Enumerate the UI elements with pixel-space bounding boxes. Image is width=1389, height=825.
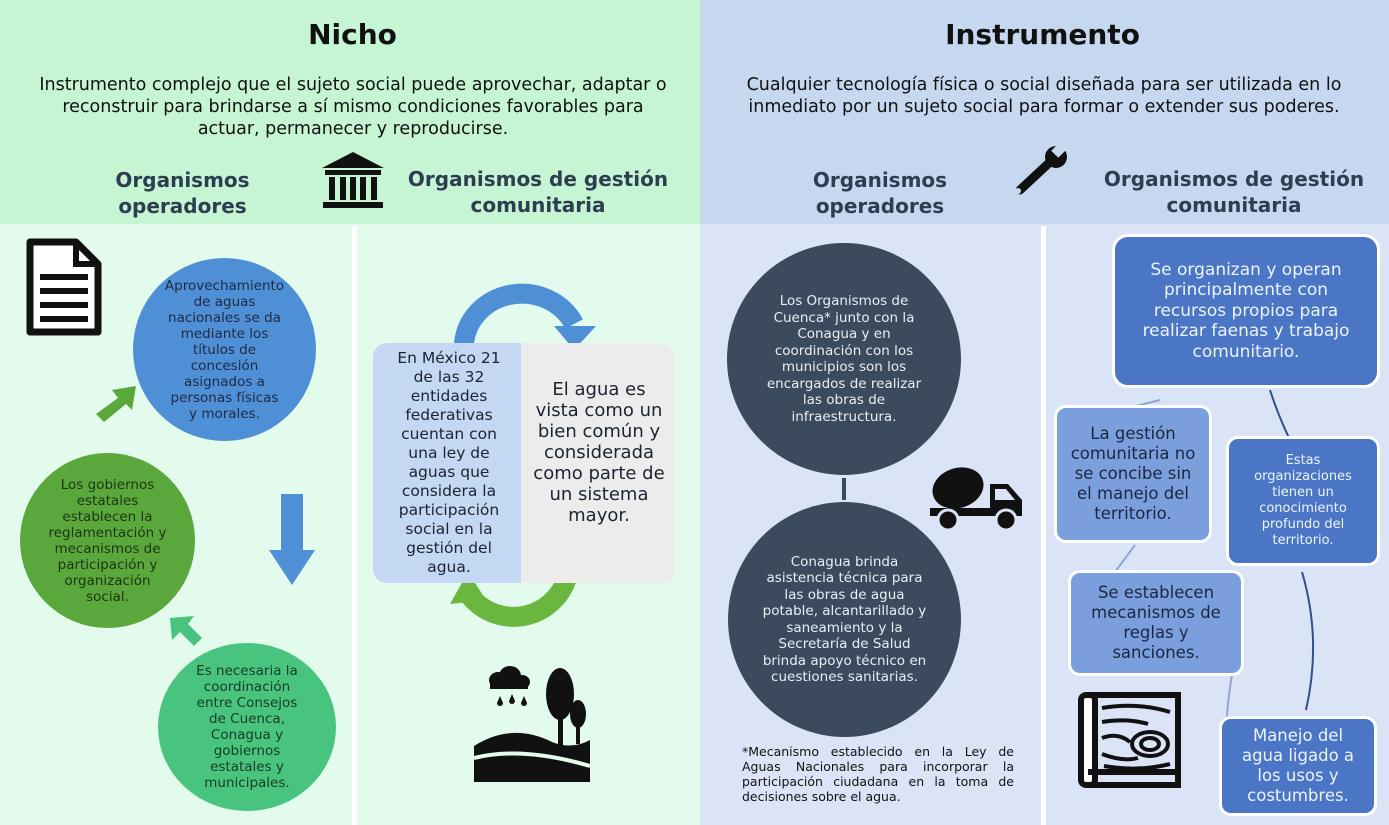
gestion-left-box-text: En México 21 de las 32 entidades federat… xyxy=(397,349,501,576)
arrow-up-right-icon xyxy=(96,386,136,422)
nicho-col-gestion: Organismos de gestión comunitaria xyxy=(407,167,669,217)
gestion-box-1: Se organizan y operan principalmente con… xyxy=(1112,234,1380,388)
gestion-box-3-text: Estas organizaciones tienen un conocimie… xyxy=(1254,453,1352,548)
gestion-box-2: La gestión comunitaria no se concibe sin… xyxy=(1054,405,1212,543)
instrumento-operadores-circle-2: Conagua brinda asistencia técnica para l… xyxy=(728,502,961,737)
nicho-col-operadores: Organismos operadores xyxy=(115,168,250,218)
gestion-box-4-text: Se establecen mecanismos de reglas y san… xyxy=(1091,583,1221,662)
arrow-down-icon xyxy=(269,494,315,585)
footnote: *Mecanismo establecido en la Ley de Agua… xyxy=(742,744,1014,804)
rain-landscape-icon xyxy=(473,666,591,782)
nicho-operadores-circle-1: Aprovechamiento de aguas nacionales se d… xyxy=(133,258,316,441)
gestion-box-3: Estas organizaciones tienen un conocimie… xyxy=(1226,436,1380,566)
instrumento-operadores-circle-2-text: Conagua brinda asistencia técnica para l… xyxy=(762,553,927,686)
instrumento-title: Instrumento xyxy=(945,18,1140,51)
document-icon xyxy=(26,238,102,336)
gestion-right-box-text: El agua es vista como un bien común y co… xyxy=(533,378,665,526)
wrench-icon xyxy=(1015,142,1067,195)
operadores-connector-line xyxy=(842,478,846,500)
gestion-right-box xyxy=(521,343,675,583)
instrumento-operadores-circle-1-text: Los Organismos de Cuenca* junto con la C… xyxy=(766,293,922,425)
instrumento-description: Cualquier tecnología física o social dis… xyxy=(746,75,1342,117)
instrumento-operadores-circle-1: Los Organismos de Cuenca* junto con la C… xyxy=(727,243,961,475)
nicho-divider xyxy=(352,226,357,825)
nicho-operadores-circle-1-text: Aprovechamiento de aguas nacionales se d… xyxy=(164,277,285,422)
nicho-operadores-circle-2: Los gobiernos estatales establecen la re… xyxy=(20,453,195,628)
nicho-operadores-circle-3: Es necesaria la coordinación entre Conse… xyxy=(158,643,336,811)
instrumento-col-gestion: Organismos de gestión comunitaria xyxy=(1103,167,1365,217)
gestion-box-5-text: Manejo del agua ligado a los usos y cost… xyxy=(1241,726,1355,805)
nicho-title: Nicho xyxy=(308,18,397,51)
nicho-operadores-circle-2-text: Los gobiernos estatales establecen la re… xyxy=(48,476,167,605)
wood-blueprint-icon xyxy=(1078,692,1181,788)
gestion-box-1-text: Se organizan y operan principalmente con… xyxy=(1142,259,1350,362)
gestion-box-5: Manejo del agua ligado a los usos y cost… xyxy=(1219,716,1377,816)
gestion-box-2-text: La gestión comunitaria no se concibe sin… xyxy=(1070,424,1196,523)
nicho-description: Instrumento complejo que el sujeto socia… xyxy=(39,75,667,139)
instrumento-header-panel xyxy=(700,0,1389,224)
museum-icon xyxy=(322,152,384,208)
arrow-up-left-icon xyxy=(170,616,202,646)
cement-truck-icon xyxy=(930,467,1022,532)
cycle-arrow-top-icon xyxy=(454,283,596,350)
instrumento-col-operadores: Organismos operadores xyxy=(812,168,948,218)
nicho-operadores-circle-3-text: Es necesaria la coordinación entre Conse… xyxy=(196,663,298,791)
cycle-arrow-bottom-icon xyxy=(450,571,578,627)
instrumento-divider xyxy=(1041,226,1046,825)
gestion-left-box xyxy=(373,343,523,583)
gestion-box-4: Se establecen mecanismos de reglas y san… xyxy=(1068,570,1244,676)
